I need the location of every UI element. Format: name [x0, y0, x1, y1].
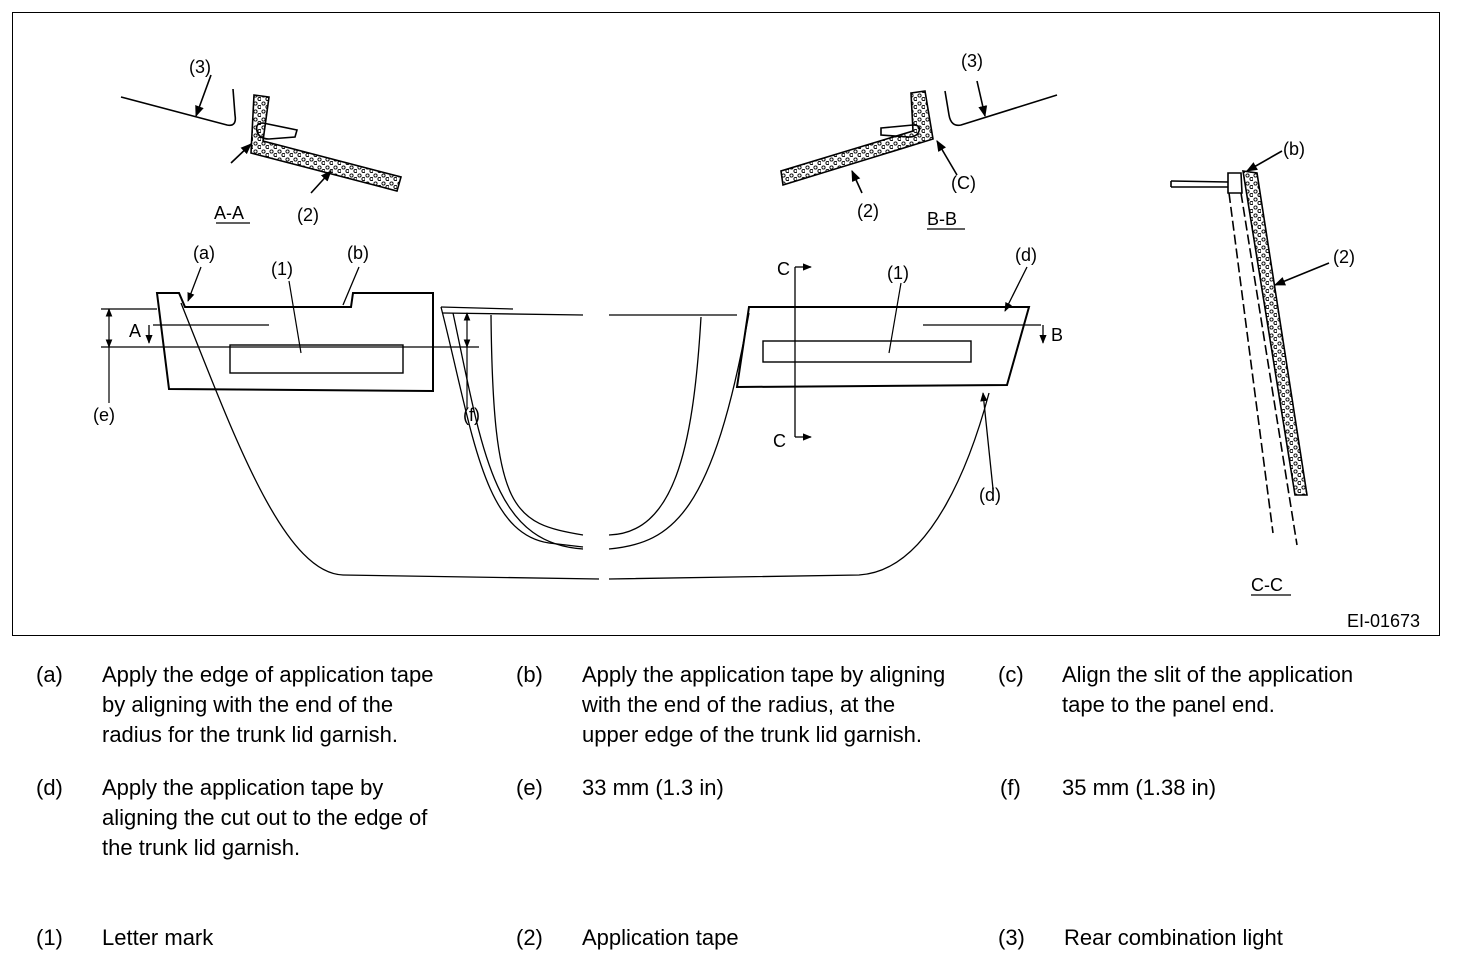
legend-key: (2)	[516, 925, 543, 950]
legend-text-line: Rear combination light	[1064, 925, 1283, 950]
diagram-drawing: (3) (2) A-A (3) (C) (2) B-B (b) (2) C-C …	[93, 51, 1420, 631]
legend-key: (e)	[516, 775, 543, 800]
section-label-cc: C-C	[1251, 575, 1283, 595]
label-2-cc: (2)	[1333, 247, 1355, 267]
legend-text-line: radius for the trunk lid garnish.	[102, 722, 398, 747]
section-mark-a: A	[129, 321, 141, 341]
legend-text-line: 35 mm (1.38 in)	[1062, 775, 1217, 800]
section-label-aa: A-A	[214, 203, 244, 223]
section-bb-detail	[780, 80, 1058, 230]
legend-key: (c)	[998, 662, 1024, 687]
legend-text-line: Apply the application tape by	[102, 775, 384, 800]
legend-text-line: 33 mm (1.3 in)	[582, 775, 724, 800]
section-lines	[145, 263, 1047, 441]
label-1-left: (1)	[271, 259, 293, 279]
legend-text-line: Apply the application tape by aligning	[582, 662, 946, 687]
label-d-bottom: (d)	[979, 485, 1001, 505]
diagram-frame: (3) (2) A-A (3) (C) (2) B-B (b) (2) C-C …	[12, 12, 1440, 636]
label-b: (b)	[347, 243, 369, 263]
legend-key: (f)	[1000, 775, 1021, 800]
legend-text-line: by aligning with the end of the	[102, 692, 394, 717]
section-aa-detail	[120, 74, 402, 224]
trunk-outline	[101, 302, 990, 580]
label-1-right: (1)	[887, 263, 909, 283]
label-2-bb: (2)	[857, 201, 879, 221]
legend-key: (a)	[36, 662, 63, 687]
left-garnish	[153, 266, 434, 393]
legend-key: (d)	[36, 775, 63, 800]
legend-text-line: aligning the cut out to the edge of	[102, 805, 428, 830]
section-mark-c-top: C	[777, 259, 790, 279]
legend-text-line: the trunk lid garnish.	[102, 835, 301, 860]
legend-key: (b)	[516, 662, 543, 687]
diagram-labels: (3) (2) A-A (3) (C) (2) B-B (b) (2) C-C …	[93, 51, 1420, 631]
legend-text-line: Letter mark	[102, 925, 214, 950]
legend-text-line: Align the slit of the application	[1062, 662, 1354, 687]
section-mark-c-bottom: C	[773, 431, 786, 451]
label-2-aa: (2)	[297, 205, 319, 225]
section-label-bb: B-B	[927, 209, 957, 229]
label-e: (e)	[93, 405, 115, 425]
label-3-bb: (3)	[961, 51, 983, 71]
dimension-lines	[105, 308, 471, 409]
legend-text-line: Apply the edge of application tape	[102, 662, 434, 687]
label-a: (a)	[193, 243, 215, 263]
label-3-aa: (3)	[189, 57, 211, 77]
legend-text-line: with the end of the radius, at the	[582, 692, 896, 717]
section-mark-b: B	[1051, 325, 1063, 345]
legend-key: (1)	[36, 925, 63, 950]
legend-text-line: tape to the panel end.	[1062, 692, 1275, 717]
legend-text-line: upper edge of the trunk lid garnish.	[582, 722, 923, 747]
label-b-cc: (b)	[1283, 139, 1305, 159]
section-cc-detail	[1170, 150, 1330, 596]
legend-text-line: Application tape	[582, 925, 739, 950]
label-d-top: (d)	[1015, 245, 1037, 265]
figure-code: EI-01673	[1347, 611, 1420, 631]
legend-key: (3)	[998, 925, 1025, 950]
label-f: (f)	[463, 405, 480, 425]
label-c-bb: (C)	[951, 173, 976, 193]
right-garnish	[735, 266, 1041, 490]
